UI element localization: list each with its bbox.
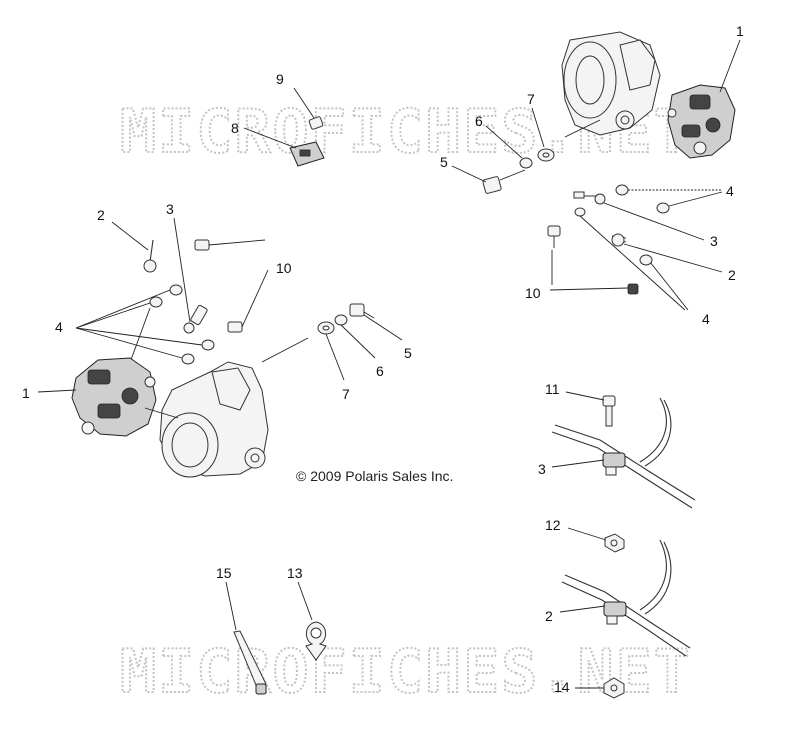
bolt-5-right: [482, 169, 526, 194]
cable-tie-15: [233, 630, 267, 695]
bolt-10-left-lower: [227, 321, 243, 333]
leader-right-4b-1: [579, 215, 686, 311]
callout-mid-7: 7: [342, 386, 350, 402]
leader-left-1: [37, 389, 77, 393]
leader-right-1: [719, 39, 741, 93]
leader-left-10b: [241, 269, 269, 328]
leader-left-2: [111, 221, 149, 251]
leader-left-10a: [208, 239, 266, 246]
clip-2-right: [611, 233, 627, 247]
bolt-right-upper: [547, 225, 561, 248]
leader-mid-7: [325, 333, 345, 381]
callout-right-3: 3: [710, 233, 718, 249]
left-brake-caliper: [71, 357, 157, 437]
leader-right-10b: [549, 287, 629, 291]
callout-right-2: 2: [728, 267, 736, 283]
leader-left-4-to-caliper: [127, 307, 151, 369]
leader-bot-13: [297, 581, 313, 621]
watermark-bottom: MICROFICHES.NET: [119, 636, 692, 708]
leader-right-6: [485, 125, 523, 159]
leader-left-4b: [75, 302, 151, 329]
callout-bot-14: 14: [554, 679, 570, 695]
left-knuckle-housing: [159, 361, 269, 478]
leader-housing-to-washer: [261, 337, 309, 363]
leader-right-7: [531, 107, 545, 148]
leader-right-housing: [564, 119, 601, 138]
left-clip-2: [143, 239, 157, 273]
callout-mid-5: 5: [404, 345, 412, 361]
leader-left-3: [173, 217, 191, 323]
leader-top-8: [243, 127, 297, 149]
callout-right-10: 10: [525, 285, 541, 301]
right-knuckle-housing: [561, 31, 661, 136]
washer-6-mid: [334, 314, 348, 326]
callout-right-5: 5: [440, 154, 448, 170]
brake-line-fitting-right: [573, 191, 606, 205]
bolt-5-mid: [349, 303, 375, 319]
callout-top-8: 8: [231, 120, 239, 136]
leader-right-4b-2: [649, 261, 689, 311]
callout-left-2: 2: [97, 207, 105, 223]
bolt-10-right: [627, 283, 639, 295]
watermark-text-bottom: MICROFICHES.NET: [120, 637, 692, 707]
bolt-11: [602, 395, 616, 427]
callout-right-4b: 4: [702, 311, 710, 327]
leader-right-2: [623, 243, 723, 273]
callout-right-7: 7: [527, 91, 535, 107]
push-clip-13: [305, 621, 327, 661]
copyright-text: © 2009 Polaris Sales Inc.: [296, 468, 453, 484]
callout-left-10: 10: [276, 260, 292, 276]
leader-right-4a-2: [668, 191, 723, 207]
callout-clip-12: 12: [545, 517, 561, 533]
leader-left-4d: [75, 327, 183, 359]
leader-mid-5: [363, 314, 403, 341]
leader-clip-12: [567, 527, 607, 541]
nut-14: [603, 677, 625, 699]
leader-clip-3: [551, 459, 605, 468]
callout-left-1: 1: [22, 385, 30, 401]
callout-clip-3: 3: [538, 461, 546, 477]
callout-mid-6: 6: [376, 363, 384, 379]
left-fitting-3: [183, 304, 208, 334]
callout-bot-13: 13: [287, 565, 303, 581]
leader-mid-6: [340, 324, 376, 359]
callout-bot-15: 15: [216, 565, 232, 581]
leader-left-4a: [75, 289, 171, 329]
leader-clip-11: [565, 391, 605, 401]
callout-right-4a: 4: [726, 183, 734, 199]
callout-right-6: 6: [475, 113, 483, 129]
leader-top-9: [293, 87, 315, 119]
callout-clip-11: 11: [545, 381, 560, 397]
screw-9: [308, 116, 324, 130]
washer-6-right: [519, 157, 533, 169]
brake-line-clip-detail-upper: [551, 397, 696, 509]
callout-right-1: 1: [736, 23, 744, 39]
bolt-10-left-upper: [194, 239, 210, 251]
leader-right-5: [451, 165, 487, 183]
pad-pin-8: [289, 141, 325, 167]
leader-clip-2: [559, 605, 606, 613]
leader-left-caliper-housing: [144, 407, 179, 419]
callout-left-3: 3: [166, 201, 174, 217]
nut-12: [604, 533, 625, 553]
callout-top-9: 9: [276, 71, 284, 87]
callout-left-4: 4: [55, 319, 63, 335]
right-brake-caliper: [667, 84, 736, 159]
leader-right-3: [603, 202, 705, 241]
brake-line-clip-detail-lower: [561, 539, 691, 657]
callout-clip-2: 2: [545, 608, 553, 624]
leader-bot-15: [225, 581, 237, 631]
leader-left-4c: [75, 327, 203, 346]
